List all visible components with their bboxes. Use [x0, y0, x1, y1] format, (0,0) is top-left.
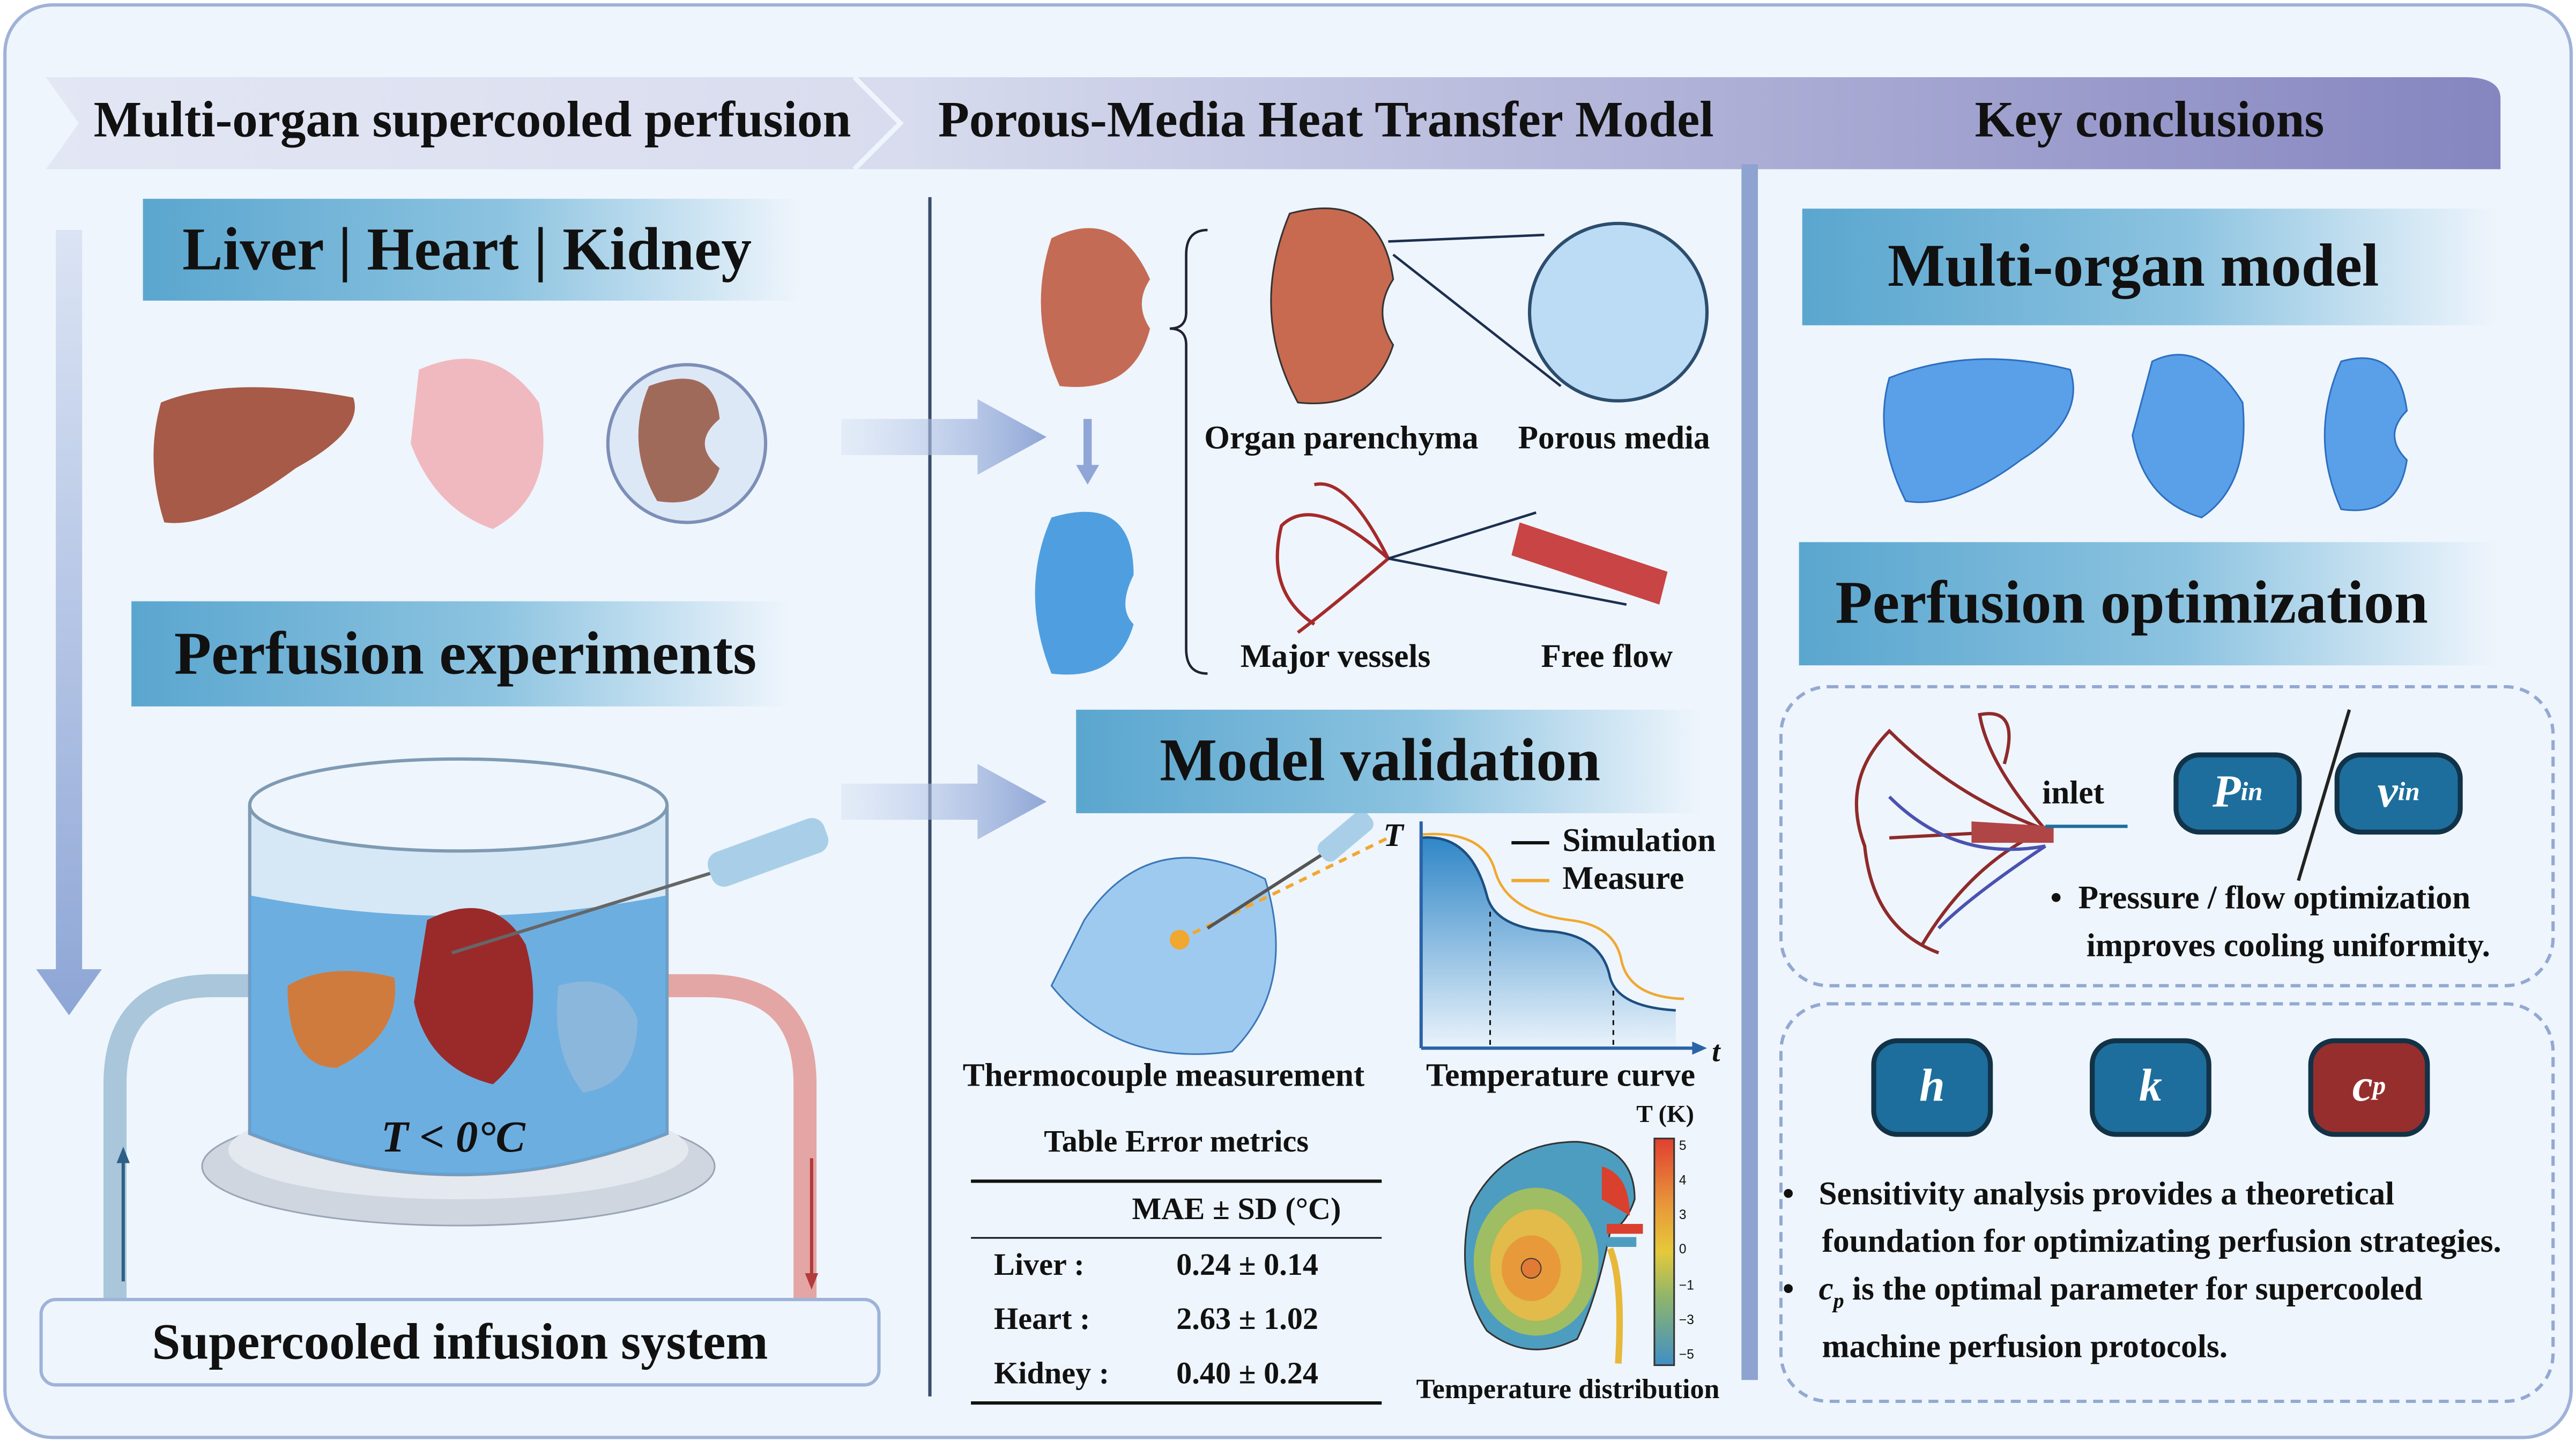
optimization-panel [1779, 685, 2555, 987]
row-organ: Liver : [994, 1249, 1085, 1283]
param-symbol: P [2213, 767, 2241, 819]
organ-parenchyma-label: Organ parenchyma [1204, 420, 1479, 457]
table-row: Heart : 2.63 ± 1.02 [971, 1293, 1382, 1347]
experiments-banner: Perfusion experiments [131, 601, 789, 707]
param-subscript: in [2397, 778, 2420, 807]
free-flow-label: Free flow [1541, 639, 1673, 675]
simulation-line [1421, 836, 1676, 1012]
major-vessels-label: Major vessels [1240, 639, 1431, 675]
table-row: Liver : 0.24 ± 0.14 [971, 1239, 1382, 1293]
param-k: k [2090, 1038, 2211, 1137]
temperature-curve-chart [1419, 821, 1708, 1055]
bullet-text: Pressure / flow optimization [2078, 880, 2471, 917]
colorbar-tick: 5 [1679, 1138, 1687, 1154]
param-h: h [1871, 1038, 1993, 1137]
colorbar-tick: 4 [1679, 1173, 1687, 1189]
inlet-label: inlet [2042, 775, 2104, 812]
model-banner: Multi-organ model [1802, 209, 2498, 325]
slash-divider [2297, 709, 2351, 881]
mesh-organs [1883, 354, 2408, 518]
down-arrow [36, 230, 102, 1015]
colorbar-label: T (K) [1636, 1102, 1694, 1129]
organs-title: Liver | Heart | Kidney [182, 216, 752, 284]
temperature-condition: T < 0°C [381, 1112, 525, 1162]
cp-subscript: p [1833, 1288, 1844, 1313]
temperature-distribution-map [1464, 1138, 1675, 1366]
curve-y-axis-label: T [1383, 818, 1404, 855]
bullet-sensitivity: • Sensitivity analysis provides a theore… [1783, 1171, 2501, 1372]
model-title: Multi-organ model [1888, 233, 2379, 301]
measure-line [1421, 833, 1684, 1000]
param-symbol: c [2352, 1061, 2373, 1112]
row-organ: Heart : [994, 1303, 1090, 1338]
bullet-text: machine perfusion protocols. [1822, 1329, 2228, 1365]
infusion-system-label: Supercooled infusion system [152, 1312, 768, 1370]
table-title: Table Error metrics [971, 1125, 1382, 1183]
header-section-3: Key conclusions [1974, 90, 2325, 148]
optimization-banner: Perfusion optimization [1799, 542, 2498, 666]
colorbar [1653, 1138, 1675, 1366]
bullet-pressure: • Pressure / flow optimization improves … [2050, 875, 2490, 971]
cp-symbol: c [1818, 1271, 1833, 1308]
bullet-text: improves cooling uniformity. [2086, 928, 2491, 964]
legend-measure: Measure [1562, 860, 1684, 897]
header-section-1: Multi-organ supercooled perfusion [93, 90, 851, 148]
validation-banner: Model validation [1076, 709, 1701, 813]
param-symbol: v [2377, 767, 2398, 819]
porous-media-label: Porous media [1518, 420, 1710, 457]
optimization-title: Perfusion optimization [1835, 570, 2428, 638]
experiments-title: Perfusion experiments [174, 620, 757, 688]
arrow-to-model [841, 399, 1047, 475]
bullet-text: Sensitivity analysis provides a theoreti… [1818, 1176, 2395, 1213]
param-subscript: p [2372, 1073, 2386, 1101]
colorbar-tick: −3 [1679, 1312, 1694, 1327]
bullet-text: is the optimal parameter for supercooled [1844, 1271, 2423, 1308]
table-header: MAE ± SD (°C) [971, 1183, 1382, 1239]
param-symbol: h [1919, 1061, 1945, 1112]
bullet-text: foundation for optimizating perfusion st… [1822, 1224, 2501, 1260]
row-value: 0.24 ± 0.14 [1176, 1249, 1319, 1283]
infusion-system-box: Supercooled infusion system [39, 1297, 881, 1387]
distribution-caption: Temperature distribution [1416, 1373, 1720, 1405]
sensitivity-panel [1779, 1002, 2555, 1403]
arrow-to-validation [841, 763, 1047, 840]
error-metrics-table: Table Error metrics MAE ± SD (°C) Liver … [971, 1125, 1382, 1405]
colorbar-tick: −5 [1679, 1347, 1694, 1362]
curve-label: Temperature curve [1426, 1058, 1696, 1094]
validation-title: Model validation [1160, 727, 1601, 796]
organs-banner: Liver | Heart | Kidney [143, 198, 800, 301]
curve-x-axis-label: t [1712, 1035, 1720, 1068]
thermocouple-label: Thermocouple measurement [962, 1058, 1365, 1094]
colorbar-ticks: 5 4 3 0 −1 −3 −5 [1679, 1139, 1694, 1362]
param-symbol: k [2139, 1061, 2162, 1112]
colorbar-tick: 3 [1679, 1208, 1687, 1223]
table-row: Kidney : 0.40 ± 0.24 [971, 1347, 1382, 1405]
row-value: 0.40 ± 0.24 [1176, 1357, 1319, 1392]
row-value: 2.63 ± 1.02 [1176, 1303, 1319, 1338]
header-section-2: Porous-Media Heat Transfer Model [938, 90, 1714, 148]
legend-simulation: Simulation [1562, 823, 1716, 859]
param-subscript: in [2240, 778, 2263, 807]
row-organ: Kidney : [994, 1357, 1110, 1392]
colorbar-tick: −1 [1679, 1277, 1694, 1293]
colorbar-tick: 0 [1679, 1243, 1687, 1258]
vessel-tree [1854, 712, 2128, 955]
